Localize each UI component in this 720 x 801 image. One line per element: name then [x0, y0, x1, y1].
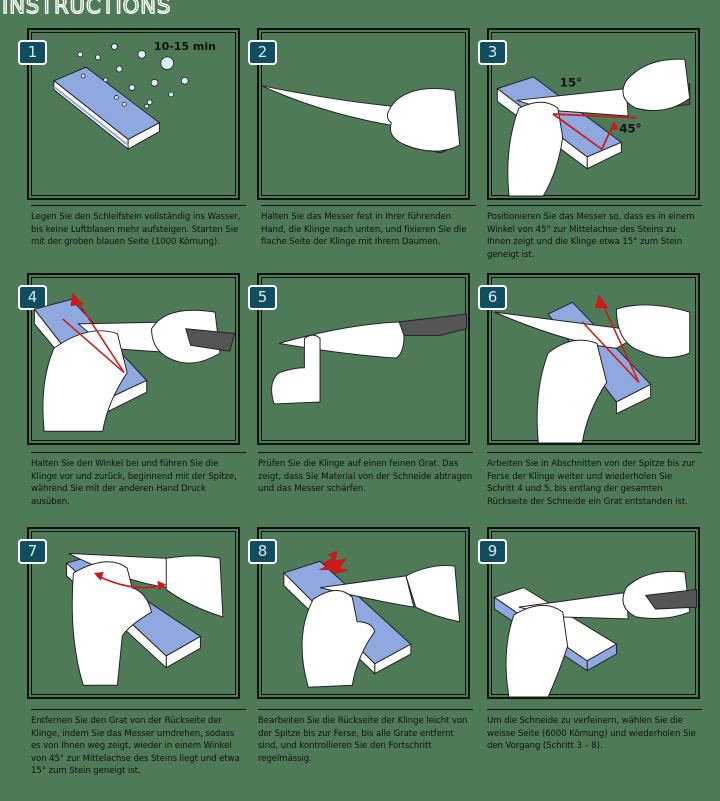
step-number-badge: 9: [478, 539, 507, 564]
flipped-knife-illustration: [65, 552, 224, 686]
step-6-panel: 6: [478, 273, 700, 445]
checking-burr-illustration: [271, 313, 468, 405]
stone-soaking-illustration: [52, 43, 189, 151]
step-number-badge: 8: [248, 539, 277, 564]
step-8-caption: Bearbeiten Sie die Rückseite der Klinge …: [258, 709, 473, 765]
step-number-badge: 2: [248, 40, 277, 65]
soak-duration: 10-15 min: [153, 40, 216, 53]
sharpening-sections-illustration: [494, 294, 691, 444]
sharpening-stroke-illustration: [33, 292, 236, 432]
step-8-panel: 8: [248, 527, 470, 699]
step-9-caption: Um die Schneide zu verfeinern, wählen Si…: [487, 709, 702, 753]
step-9-panel: 9: [478, 527, 700, 699]
step-number-badge: 1: [18, 40, 47, 65]
burr-removal-illustration: [282, 550, 461, 688]
axis-angle-label: 45°: [619, 122, 641, 136]
step-6-caption: Arbeiten Sie in Abschnitten von der Spit…: [487, 452, 702, 508]
step-2-panel: 2: [248, 28, 470, 200]
step-number-badge: 5: [248, 285, 277, 310]
page-title: INSTRUCTIONS: [1, 0, 172, 19]
step-2-caption: Halten Sie das Messer fest in Ihrer führ…: [261, 205, 476, 249]
step-number-badge: 4: [18, 285, 47, 310]
step-1-panel: 1 10-15 min: [18, 28, 240, 200]
step-7-caption: Entfernen Sie den Grat von der Rückseite…: [31, 709, 246, 778]
step-5-caption: Prüfen Sie die Klinge auf einen feinen G…: [258, 452, 473, 494]
blade-angle-label: 15°: [560, 76, 582, 90]
step-3-panel: 3 15° 45°: [478, 28, 700, 200]
hand-holding-knife-illustration: [261, 85, 461, 154]
step-4-caption: Halten Sie den Winkel bei und führen Sie…: [31, 452, 246, 508]
knife-angle-on-stone-illustration: 15° 45°: [496, 58, 691, 197]
step-5-panel: 5: [248, 273, 470, 445]
step-number-badge: 6: [478, 285, 507, 310]
white-side-illustration: [493, 570, 698, 698]
step-number-badge: 3: [478, 40, 507, 65]
step-7-panel: 7: [18, 527, 240, 699]
step-1-caption: Legen Sie den Schleifstein vollständig i…: [31, 205, 246, 249]
step-number-badge: 7: [18, 539, 47, 564]
step-3-caption: Positionieren Sie das Messer so, dass es…: [487, 205, 702, 261]
step-4-panel: 4: [18, 273, 240, 445]
